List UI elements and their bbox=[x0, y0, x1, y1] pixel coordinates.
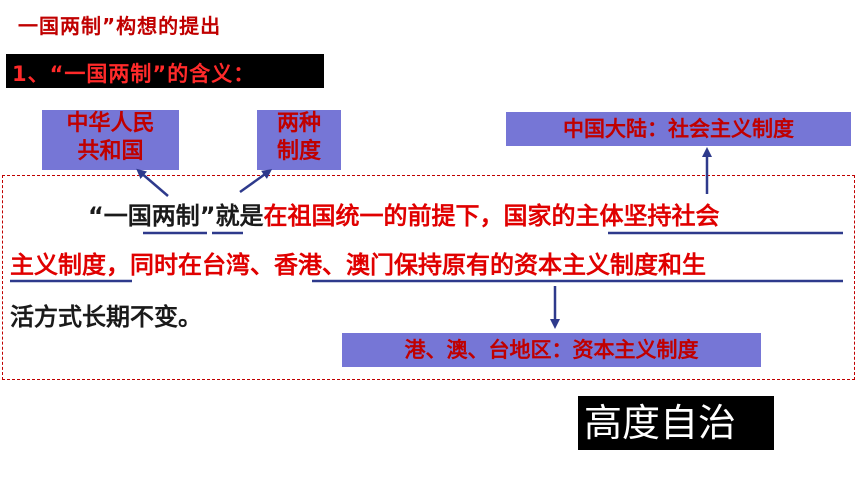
page-title: 一国两制”构想的提出 bbox=[18, 14, 222, 38]
box-prc-line1: 中华人民 bbox=[66, 111, 155, 136]
box-prc-line2: 共和国 bbox=[77, 139, 144, 164]
paragraph-l2-a: 主义制度， bbox=[10, 251, 130, 279]
box-prc: 中华人民 共和国 bbox=[42, 110, 179, 170]
arrow-to-two-systems-icon bbox=[239, 169, 273, 194]
section-heading: 1、“一国两制”的含义： bbox=[12, 62, 256, 86]
arrow-to-prc-icon bbox=[136, 168, 169, 197]
paragraph-l1-b: 在祖国统一的前提下， bbox=[263, 202, 504, 230]
paragraph-l2-b: 同时在台湾、香港、澳门保持原有的资本主义制度和生 bbox=[130, 251, 706, 279]
box-two-systems: 两种 制度 bbox=[257, 110, 341, 170]
paragraph-line-2: 主义制度，同时在台湾、香港、澳门保持原有的资本主义制度和生 bbox=[10, 250, 706, 280]
box-two-systems-line1: 两种 bbox=[276, 111, 321, 136]
paragraph-l3: 活方式长期不变。 bbox=[10, 303, 202, 331]
box-mainland-system: 中国大陆：社会主义制度 bbox=[506, 112, 851, 146]
paragraph-l1-a: “一国两制”就是 bbox=[88, 202, 264, 230]
paragraph-l1-c: 国家的主体坚持社会 bbox=[503, 202, 720, 230]
definition-frame bbox=[2, 175, 855, 380]
paragraph-line-1: “一国两制”就是在祖国统一的前提下，国家的主体坚持社会 bbox=[88, 201, 720, 231]
autonomy-background bbox=[578, 396, 774, 450]
box-two-systems-line2: 制度 bbox=[276, 139, 321, 164]
autonomy-label: 高度自治 bbox=[584, 401, 737, 445]
box-hk-macao-taiwan-system: 港、澳、台地区：资本主义制度 bbox=[342, 333, 761, 367]
paragraph-line-3: 活方式长期不变。 bbox=[10, 302, 202, 332]
heading-background bbox=[6, 54, 324, 88]
